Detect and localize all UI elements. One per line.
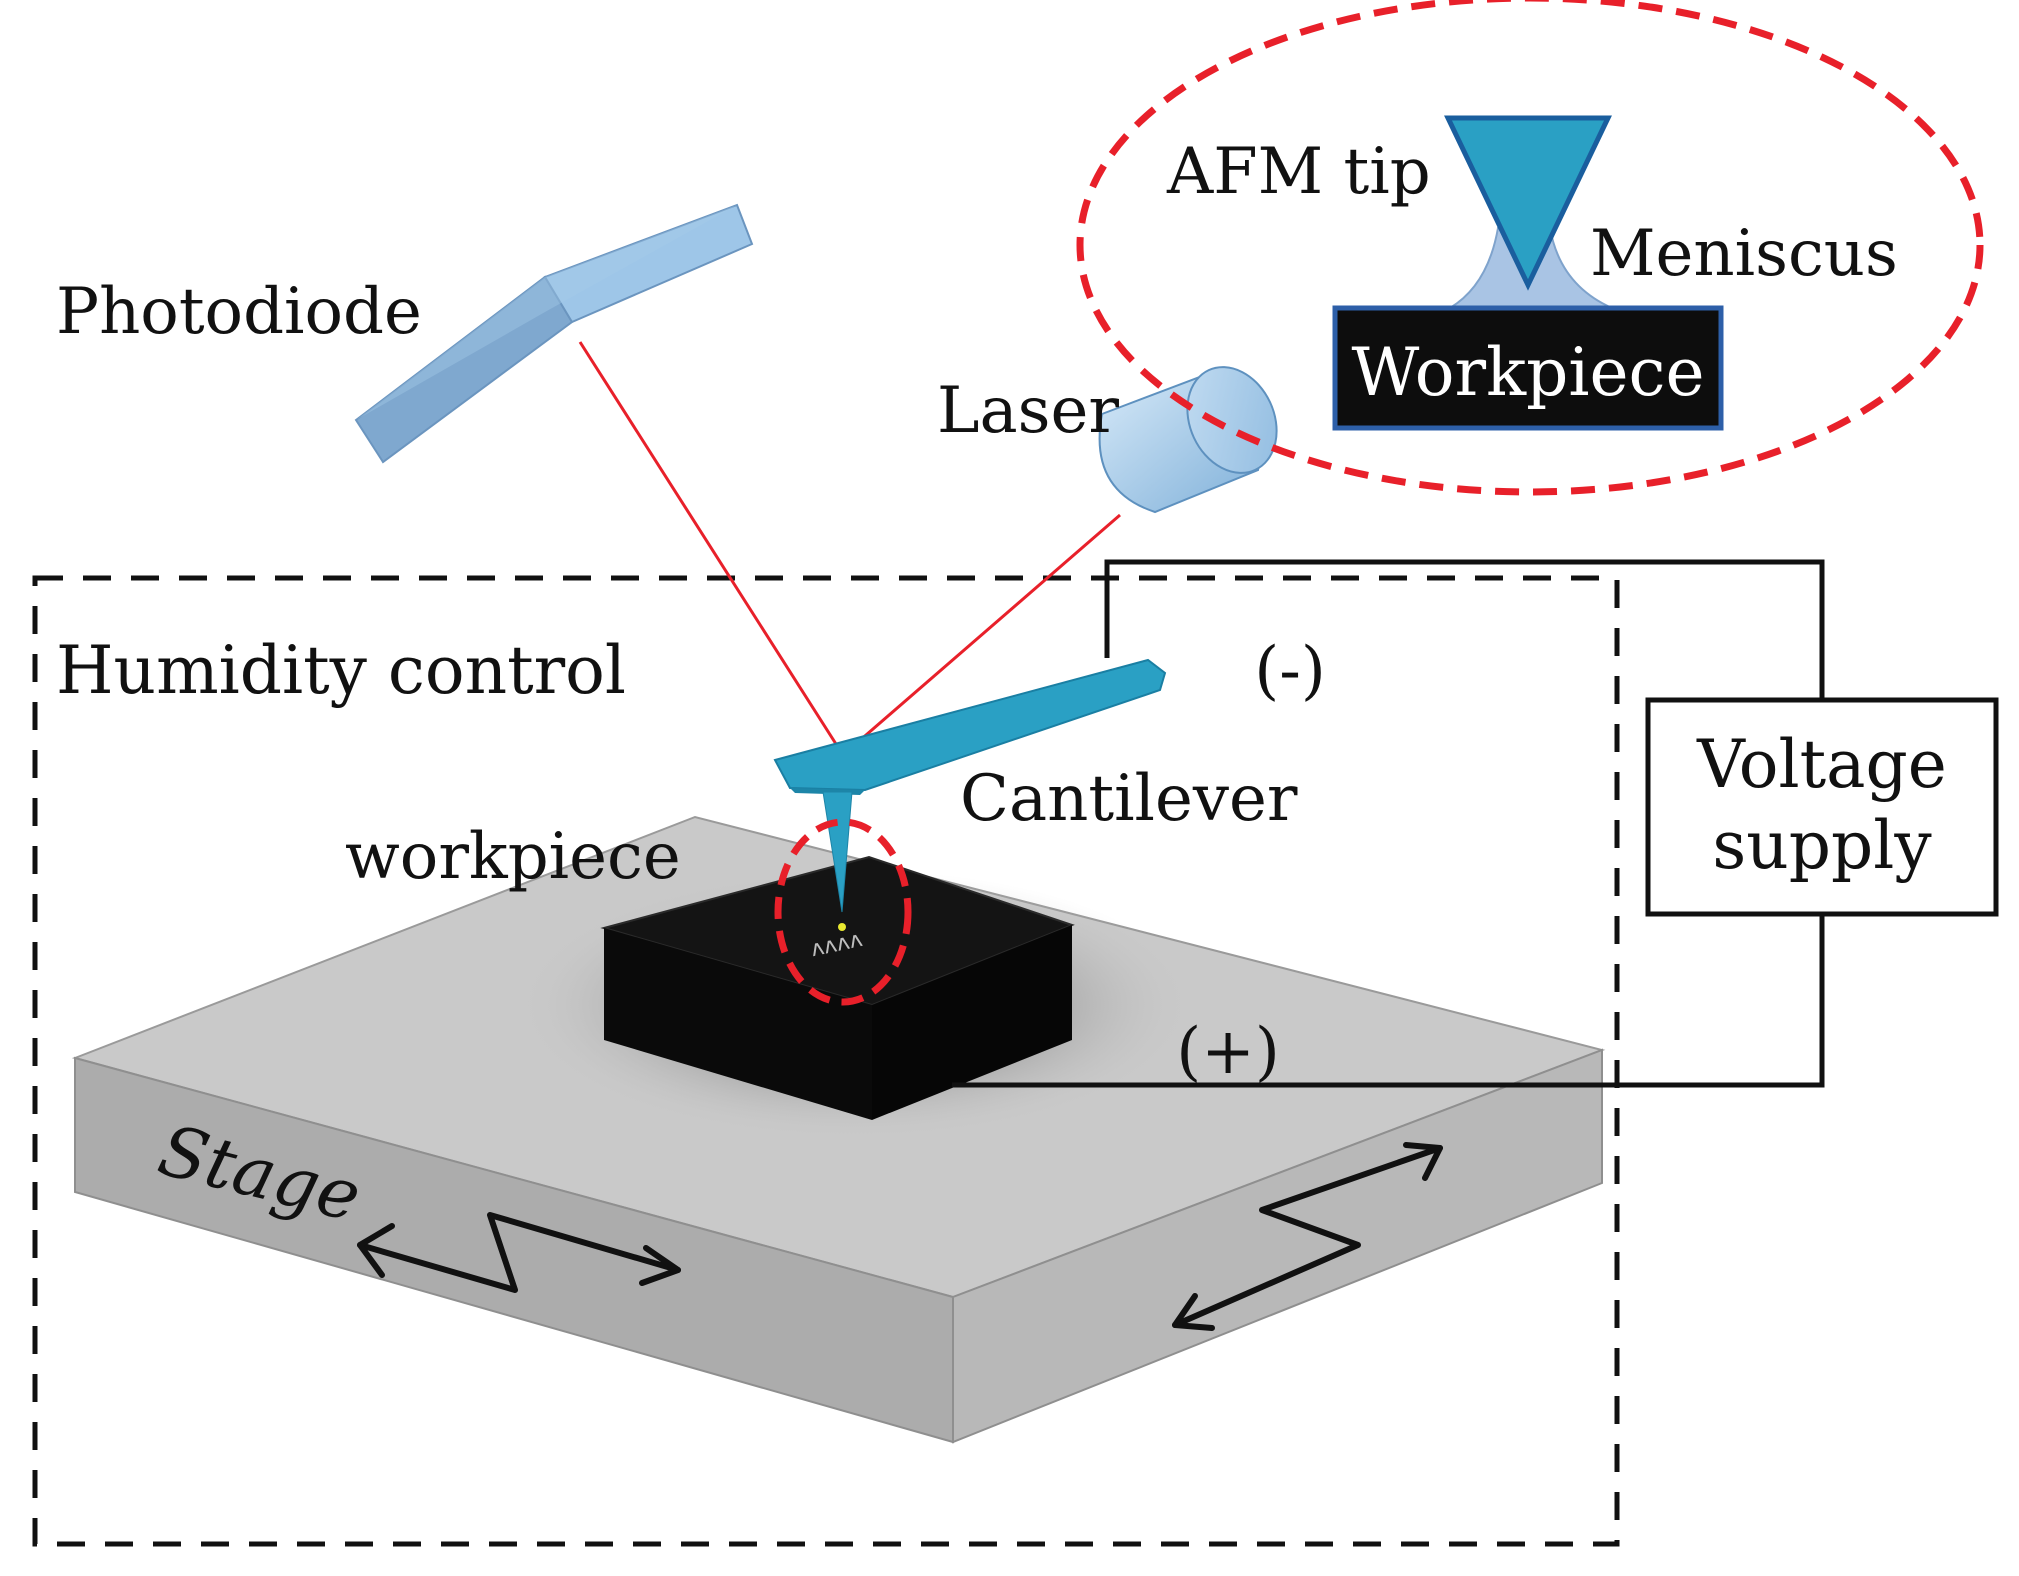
cantilever-label: Cantilever xyxy=(960,762,1298,836)
circuit-wires xyxy=(952,559,1825,1088)
inset-workpiece xyxy=(1332,305,1724,431)
humidity-control-box xyxy=(32,575,1620,1547)
inset-detail xyxy=(1332,115,1724,431)
humidity-control-label: Humidity control xyxy=(56,632,626,709)
meniscus-label: Meniscus xyxy=(1590,217,1898,291)
voltage-supply-label-line1: Voltage xyxy=(1696,726,1947,803)
voltage-supply-label-line2: supply xyxy=(1712,807,1932,884)
workpiece-block: ᴧᴧᴧᴧ xyxy=(600,855,1075,1120)
inset-afm-tip xyxy=(1444,115,1612,291)
workpiece-label: workpiece xyxy=(345,820,681,894)
voltage-supply-box xyxy=(1645,697,1999,917)
photodiode-label: Photodiode xyxy=(56,275,422,349)
negative-terminal-label: (-) xyxy=(1254,634,1326,708)
tip-highlight-ellipse xyxy=(774,818,912,1006)
photodiode xyxy=(354,203,754,464)
laser-source xyxy=(1098,366,1278,514)
stage-motion-arrow-left xyxy=(357,1212,681,1293)
inset-ellipse xyxy=(1076,0,1984,496)
laser-beam xyxy=(578,341,1121,757)
laser-label: Laser xyxy=(937,374,1119,448)
stage-motion-arrow-right xyxy=(1172,1142,1443,1331)
afm-tip-label: AFM tip xyxy=(1166,135,1431,209)
tip-contact-point xyxy=(838,923,846,931)
wire-positive xyxy=(952,915,1825,1088)
wire-negative xyxy=(1104,559,1825,700)
positive-terminal-label: (+) xyxy=(1176,1015,1280,1089)
inset-workpiece-label: Workpiece xyxy=(1351,334,1704,411)
